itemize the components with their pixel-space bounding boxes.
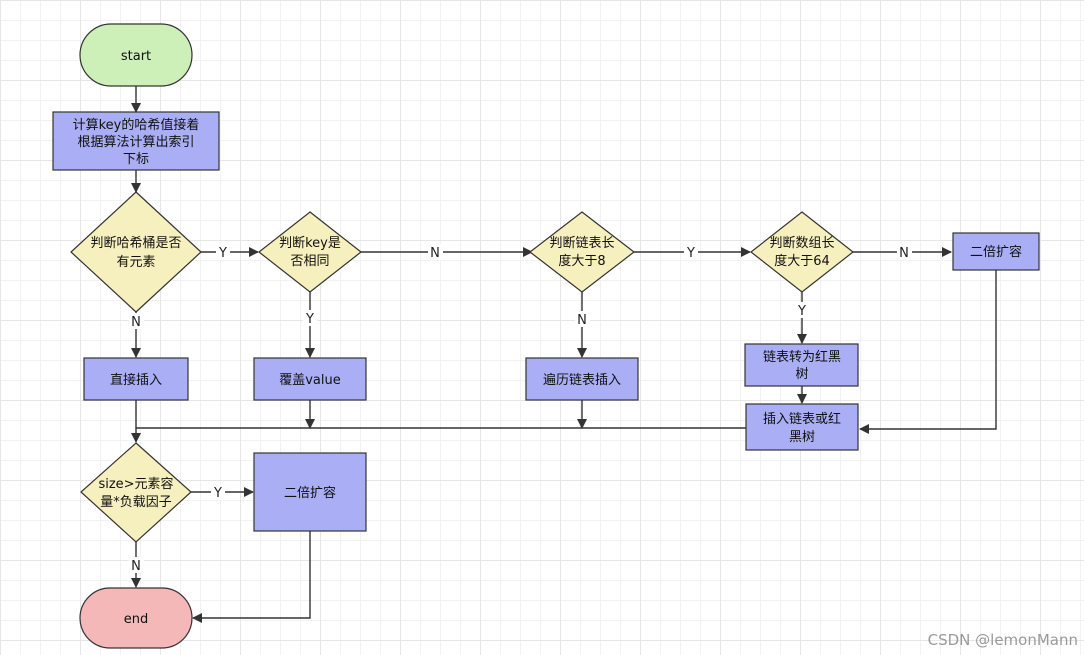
start-label: start [121,49,151,64]
array-length-decision [750,211,854,293]
label-key-to-list: N [430,246,440,261]
list-length-decision [529,211,635,293]
to-rbtree-process [744,343,859,387]
edge-labels: Y N N Y Y N N Y Y N [129,244,912,574]
label-size-to-resize: Y [213,486,222,501]
label-list-to-traverse: N [577,313,587,328]
label-bucket-to-direct: N [131,315,141,330]
list-length-line-2: 度大于8 [558,253,605,269]
traverse-insert-label: 遍历链表插入 [543,372,621,388]
to-rbtree-line-1: 链表转为红黑 [763,349,841,365]
size-check-line-2: 量*负载因子 [100,495,172,510]
insert-list-or-tree-line-2: 黑树 [789,430,815,445]
direct-insert-label: 直接插入 [110,372,162,388]
size-check-decision [80,442,192,543]
end-label: end [124,612,149,627]
to-rbtree-line-2: 树 [795,367,808,382]
calc-hash-line-2: 根据算法计算出索引 [77,135,194,150]
overwrite-value-process [253,357,367,401]
size-check-line-1: size>元素容 [98,476,173,492]
bucket-empty-line-1: 判断哈希桶是否 [90,236,181,251]
resize-bottom-label: 二倍扩容 [284,485,336,501]
label-array-to-tree: Y [797,304,806,319]
calc-hash-process [52,111,220,171]
nodes: start 计算key的哈希值接着 根据算法计算出索引 下标 判断哈希桶是否 有… [52,23,1040,649]
label-size-to-end: N [131,559,141,574]
array-length-line-1: 判断数组长 [769,236,834,251]
overwrite-value-label: 覆盖value [279,373,341,388]
bucket-empty-decision [70,191,202,313]
insert-list-or-tree-line-1: 插入链表或红 [763,411,841,427]
traverse-insert-process [525,357,639,401]
list-length-line-1: 判断链表长 [549,236,614,251]
key-same-line-1: 判断key是 [279,236,341,251]
label-key-to-overwrite: Y [305,312,314,327]
label-array-to-resize: N [899,246,909,261]
edge-insert-to-size [131,427,746,443]
end-terminal [79,587,193,649]
resize-top-process [952,232,1040,271]
calc-hash-line-3: 下标 [123,152,149,167]
label-list-to-array: Y [686,246,695,261]
watermark: CSDN @lemonMann [927,631,1078,649]
key-same-decision [258,211,362,293]
bucket-empty-line-2: 有元素 [116,255,155,270]
edges [131,86,997,623]
edge-resize-to-end [192,531,311,623]
start-terminal [79,23,193,87]
insert-list-or-tree-process [745,403,859,451]
edge-resize-to-insert [859,270,997,434]
resize-bottom-process [253,452,367,532]
direct-insert-process [83,357,189,401]
label-bucket-to-key: Y [218,246,227,261]
calc-hash-line-1: 计算key的哈希值接着 [73,117,200,133]
key-same-line-2: 否相同 [290,254,329,269]
resize-top-label: 二倍扩容 [970,244,1022,260]
array-length-line-2: 度大于64 [774,253,830,269]
